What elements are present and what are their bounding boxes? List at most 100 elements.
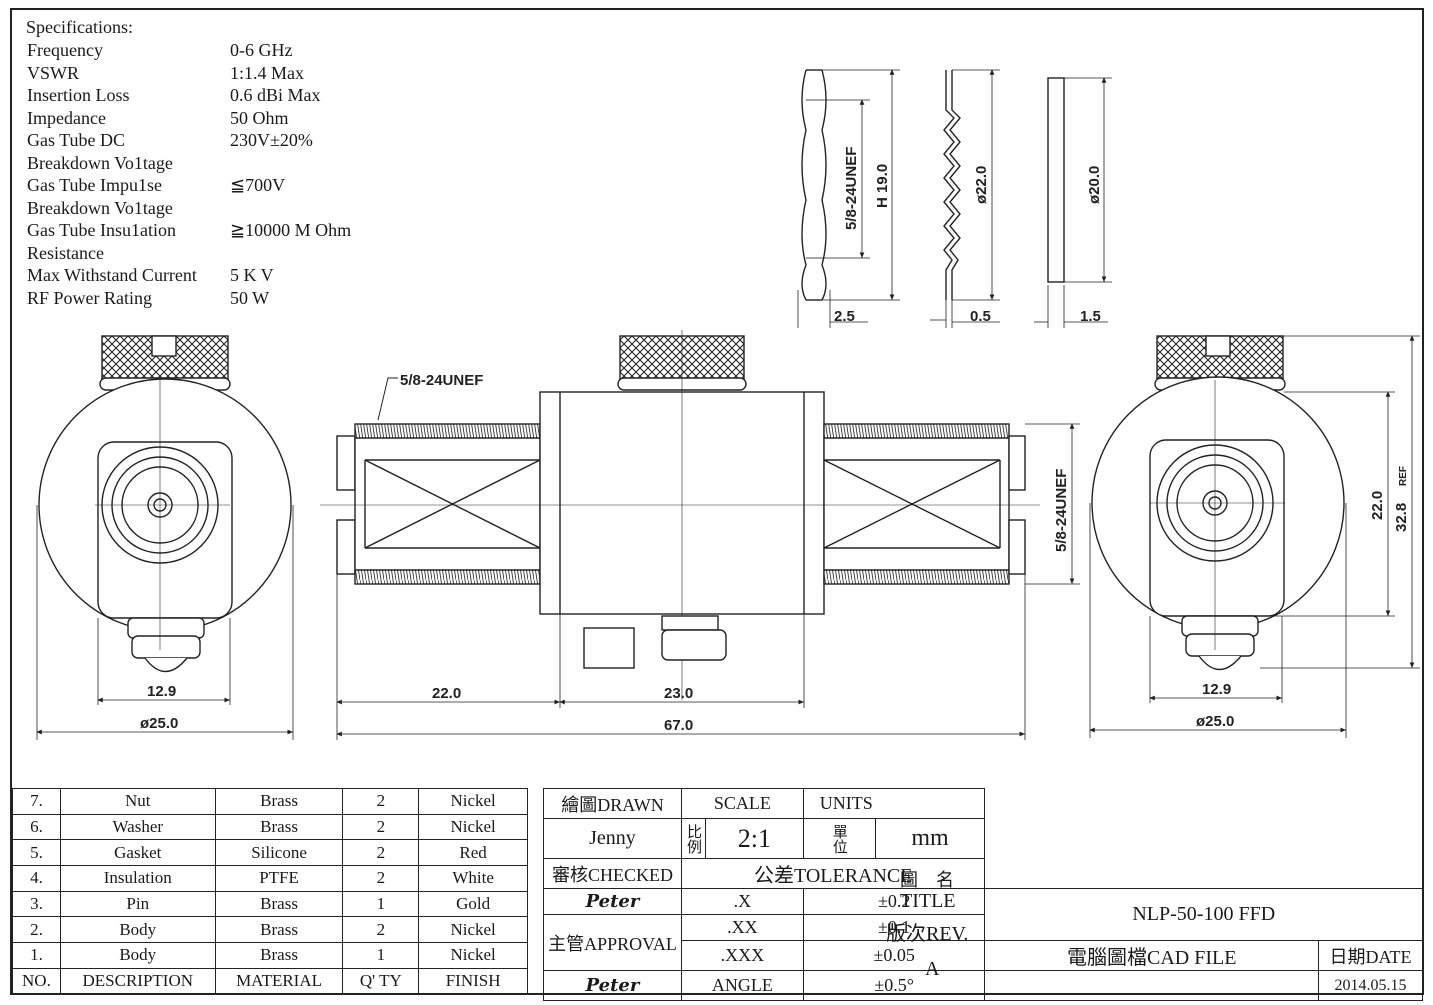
part-material: Brass [214, 916, 344, 944]
drawn-by: Jenny [543, 818, 682, 859]
washer-thickness-label: 0.5 [970, 308, 991, 325]
part-qty: 1 [342, 942, 420, 969]
spec-label: Breakdown Vo1tage [27, 152, 173, 173]
part-description: Body [59, 942, 216, 969]
scale-cn: 比例 [680, 818, 706, 859]
right-width-label: 12.9 [1202, 681, 1231, 698]
height-22-label: 22.0 [1369, 491, 1386, 520]
part-finish: Nickel [418, 916, 528, 944]
part-finish: Nickel [418, 788, 528, 815]
part-no: 7. [12, 788, 61, 815]
side-view [320, 330, 1080, 740]
gasket-dia-label: ø20.0 [1086, 166, 1103, 204]
title-cn-label: 圖 名 [900, 870, 954, 890]
part-qty: 2 [342, 839, 420, 867]
spec-value: ≧10000 M Ohm [230, 220, 352, 240]
spec-label: Gas Tube Impu1se [27, 175, 163, 195]
part-qty: 2 [342, 916, 420, 944]
units-cn: 單位 [802, 818, 876, 859]
washer-dia-label: ø22.0 [973, 166, 990, 204]
part-description: Nut [59, 788, 216, 815]
part-finish: Nickel [418, 942, 528, 969]
part-no: 5. [12, 839, 61, 867]
tol-xx-val: ±0.1 [802, 914, 986, 941]
approval-signature: Peter [543, 970, 682, 1001]
spec-label: Impedance [27, 107, 106, 128]
spec-label: Insertion Loss [27, 85, 130, 105]
spec-title: Specifications: [26, 17, 133, 37]
column-header: Q' TY [342, 967, 420, 994]
units-value: mm [874, 818, 986, 859]
units-label: UNITS [802, 788, 986, 819]
gasket-thickness-label: 1.5 [1080, 308, 1101, 325]
right-dia-label: ø25.0 [1196, 713, 1234, 730]
part-finish: Gold [418, 890, 528, 918]
part-qty: 2 [342, 788, 420, 815]
part-description: Pin [59, 890, 216, 918]
date-value: 2014.05.15 [1317, 970, 1424, 1001]
spec-value: 230V±20% [230, 130, 313, 150]
drawn-label: 繪圖DRAWN [543, 788, 682, 819]
segment-23-label: 23.0 [664, 685, 693, 702]
left-dia-label: ø25.0 [140, 715, 178, 732]
technical-drawing: 5/8-24UNEF H 19.0 2.5 ø22.0 0.5 ø20.0 1.… [36, 69, 1420, 740]
part-material: Silicone [214, 839, 344, 867]
tol-xx-key: .XX [680, 914, 804, 941]
part-qty: 2 [342, 865, 420, 892]
part-finish: Red [418, 839, 528, 867]
spec-label: Max Withstand Current [27, 265, 197, 285]
spec-value: 0.6 dBi Max [230, 85, 321, 105]
spec-value: ≦700V [230, 175, 286, 195]
part-no: 1. [12, 942, 61, 969]
left-end-view [36, 335, 294, 740]
approval-label: 主管APPROVAL [543, 914, 682, 971]
right-end-view [1089, 335, 1420, 738]
spec-value: 1:1.4 Max [230, 62, 304, 83]
blank-cell [984, 788, 1423, 889]
left-width-label: 12.9 [147, 683, 176, 700]
spec-value: 50 Ohm [230, 107, 289, 128]
nut-height-label: H 19.0 [874, 164, 891, 208]
spec-label: RF Power Rating [27, 287, 153, 308]
part-finish: White [418, 865, 528, 892]
cad-file-value [984, 970, 1319, 1001]
tol-xxx-val: ±0.05 [802, 940, 986, 971]
part-material: Brass [214, 942, 344, 969]
total-length-label: 67.0 [664, 717, 693, 734]
tol-x-key: .X [680, 888, 804, 915]
part-material: Brass [214, 890, 344, 918]
part-description: Body [59, 916, 216, 944]
washer-detail [930, 69, 1000, 328]
tol-angle-val: ±0.5° [802, 970, 986, 1001]
column-header: DESCRIPTION [59, 967, 216, 994]
tol-angle-key: ANGLE [680, 970, 804, 1001]
right-thread-label: 5/8-24UNEF [1053, 469, 1070, 552]
scale-value: 2:1 [704, 818, 804, 859]
part-qty: 2 [342, 813, 420, 841]
tol-xxx-key: .XXX [680, 940, 804, 971]
spec-label: Breakdown Vo1tage [27, 197, 173, 218]
part-finish: Nickel [418, 813, 528, 841]
part-qty: 1 [342, 890, 420, 918]
spec-value: 50 W [230, 287, 270, 308]
date-label: 日期DATE [1317, 940, 1424, 971]
part-description: Insulation [59, 865, 216, 892]
height-32-8-label: 32.8 [1393, 503, 1410, 532]
nut-detail [797, 69, 900, 328]
left-thread-label: 5/8-24UNEF [400, 372, 483, 389]
rev-value: A [925, 958, 940, 980]
spec-label: VSWR [27, 62, 80, 83]
part-description: Washer [59, 813, 216, 841]
title-block: 繪圖DRAWN SCALE UNITS Jenny 比例 2:1 單位 mm 審… [543, 788, 1424, 1001]
spec-label: Resistance [27, 242, 104, 263]
spec-label: Gas Tube DC [27, 130, 126, 150]
gasket-detail [1034, 77, 1112, 328]
spec-value: 5 K V [230, 265, 274, 285]
checked-signature: Peter [543, 888, 682, 915]
part-no: 2. [12, 916, 61, 944]
